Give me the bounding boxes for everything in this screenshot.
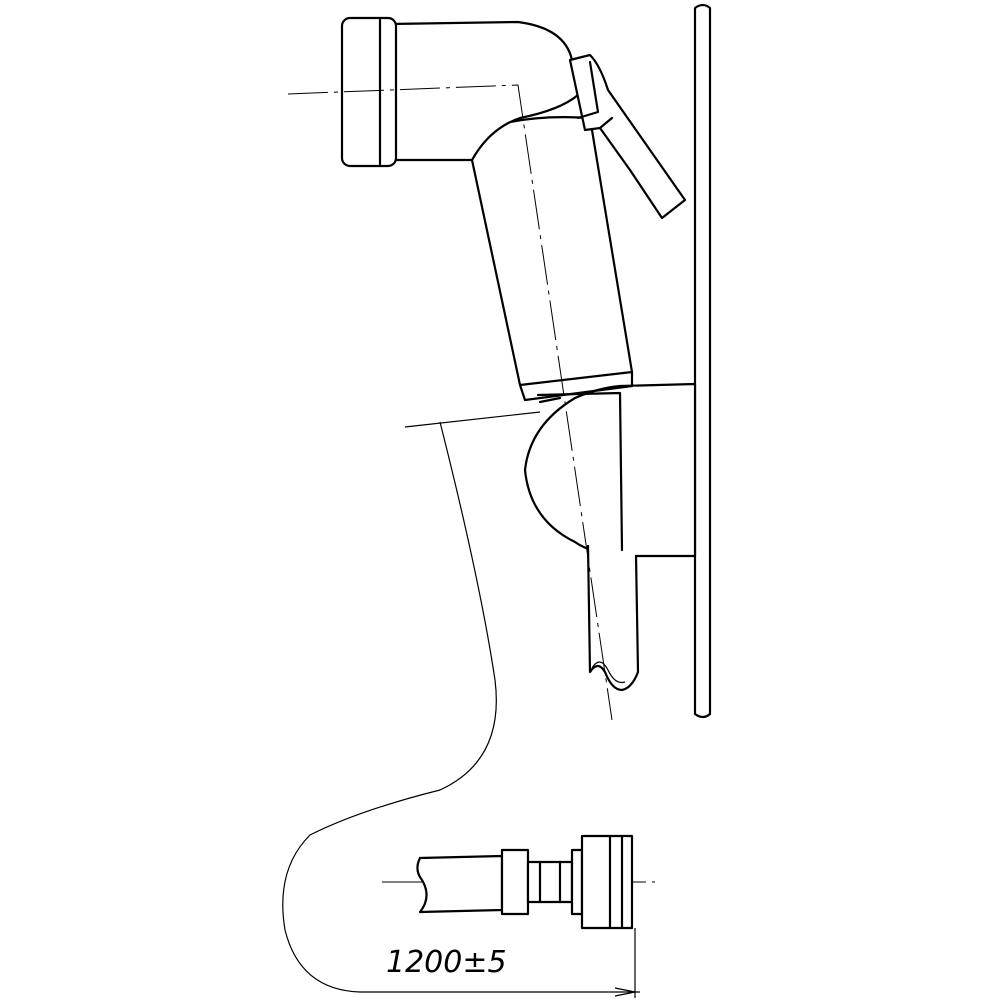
sprayer-nozzle	[340, 16, 398, 168]
dimension-label: 1200±5	[386, 945, 507, 980]
sprayer-handle	[470, 116, 634, 402]
flexible-hose	[282, 411, 640, 993]
hose-end-fitting	[416, 834, 634, 930]
sprayer-neck	[388, 20, 580, 162]
wall-plate	[693, 3, 712, 719]
wall-bracket	[523, 382, 697, 558]
dimension-annotation: 1200±5	[386, 928, 636, 998]
sprayer-trigger	[568, 53, 687, 220]
hose-segment-upper	[586, 544, 640, 692]
